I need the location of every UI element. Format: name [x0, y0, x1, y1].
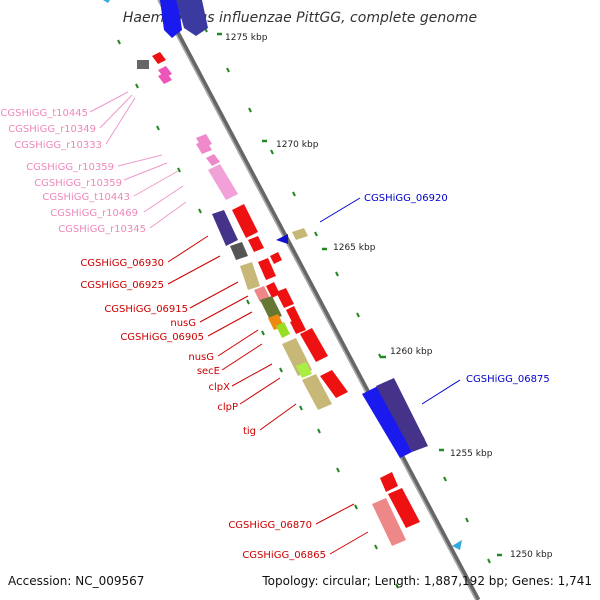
leader-lines-right — [319, 197, 461, 405]
rna-label-r10333: CGSHiGG_r10333 — [14, 140, 102, 151]
leader-lines-left — [167, 235, 369, 555]
gene-lime-clpX — [296, 362, 312, 378]
gene-khaki-clpP — [302, 374, 332, 410]
gene-label-nusG-a: nusG — [170, 318, 196, 329]
inner-track — [117, 39, 399, 589]
outer-track — [204, 27, 491, 564]
gene-label-clpP: clpP — [217, 402, 238, 413]
gene-cyan-bottom — [452, 540, 462, 550]
gene-red-clpX — [300, 328, 328, 362]
rna-label-r10349: CGSHiGG_r10349 — [8, 124, 96, 135]
gene-label-secE: secE — [197, 366, 220, 377]
rna-label-t10445: CGSHiGG_t10445 — [0, 108, 88, 119]
gene-label-06925: CGSHiGG_06925 — [80, 280, 164, 291]
topology-text: Topology: circular; Length: 1,887,192 bp… — [262, 574, 592, 588]
tick-label-1260: 1260 kbp — [390, 347, 433, 357]
gene-navy-06875 — [376, 378, 428, 452]
rna-label-r10469: CGSHiGG_r10469 — [50, 208, 138, 219]
gene-cyan-top — [103, 0, 110, 3]
gene-label-06920: CGSHiGG_06920 — [364, 193, 448, 204]
gene-label-06930: CGSHiGG_06930 — [80, 258, 164, 269]
leader-lines-rna — [89, 91, 187, 229]
rna-pink-long — [208, 164, 238, 200]
backbone — [157, 0, 481, 600]
rna-pink-b — [158, 72, 172, 84]
gene-label-06875: CGSHiGG_06875 — [466, 374, 550, 385]
rna-pink-d — [196, 140, 212, 154]
gene-red-a — [232, 204, 258, 238]
gene-red-06870 — [388, 488, 420, 528]
gene-pink-06865 — [372, 498, 406, 546]
gene-gray-06930 — [230, 242, 248, 260]
tick-label-1270: 1270 kbp — [276, 140, 319, 150]
gene-red-f — [276, 288, 294, 308]
gene-lime-nusG — [276, 322, 290, 338]
gene-labels-left: CGSHiGG_06930 CGSHiGG_06925 CGSHiGG_0691… — [80, 258, 326, 561]
gene-label-06905: CGSHiGG_06905 — [120, 332, 204, 343]
gene-navy-06920 — [276, 234, 288, 244]
gene-red-g — [286, 306, 300, 322]
gene-red-h — [290, 318, 306, 334]
tick-label-1265: 1265 kbp — [333, 243, 376, 253]
gene-labels-right: CGSHiGG_06920 CGSHiGG_06875 — [364, 193, 550, 385]
tick-label-1255: 1255 kbp — [450, 449, 493, 459]
rna-label-t10443: CGSHiGG_t10443 — [42, 192, 130, 203]
gene-red-small — [152, 52, 166, 64]
rna-pink-a — [158, 66, 172, 78]
gene-red-b — [248, 236, 264, 252]
gene-red-c — [258, 258, 276, 280]
tick-label-1275: 1275 kbp — [225, 33, 268, 43]
gene-navy-06930 — [212, 210, 238, 246]
map-title: Haemophilus influenzae PittGG, complete … — [122, 10, 478, 26]
gene-label-06915: CGSHiGG_06915 — [104, 304, 188, 315]
major-ticks — [217, 32, 502, 557]
gene-olive-nusG — [260, 296, 282, 320]
gene-gray-small — [137, 60, 149, 69]
gene-red-d — [270, 252, 282, 264]
gene-blue-06875 — [362, 386, 412, 458]
rna-label-r10345: CGSHiGG_r10345 — [58, 224, 146, 235]
gene-khaki-06920 — [292, 228, 308, 240]
gene-red-clpP — [320, 370, 348, 398]
rna-label-r10359-b: CGSHiGG_r10359 — [34, 178, 122, 189]
gene-label-tig: tig — [243, 426, 256, 437]
gene-blue-top-a — [160, 0, 182, 38]
gene-red-06870-a — [380, 472, 398, 492]
rna-label-r10359-a: CGSHiGG_r10359 — [26, 162, 114, 173]
gene-red-e — [266, 282, 280, 298]
tick-label-1250: 1250 kbp — [510, 550, 553, 560]
rna-pink-e — [206, 154, 220, 166]
tick-labels: 1275 kbp 1270 kbp 1265 kbp 1260 kbp 1255… — [225, 33, 553, 560]
gene-label-06870: CGSHiGG_06870 — [228, 520, 312, 531]
features — [103, 0, 462, 550]
gene-blue-top-b — [176, 0, 208, 36]
gene-khaki-06925 — [240, 262, 260, 290]
gene-label-nusG-b: nusG — [188, 352, 214, 363]
gene-label-clpX: clpX — [209, 382, 231, 393]
rna-labels: CGSHiGG_t10445 CGSHiGG_r10349 CGSHiGG_r1… — [0, 108, 146, 235]
accession-text: Accession: NC_009567 — [8, 574, 145, 588]
gene-label-06865: CGSHiGG_06865 — [242, 550, 326, 561]
